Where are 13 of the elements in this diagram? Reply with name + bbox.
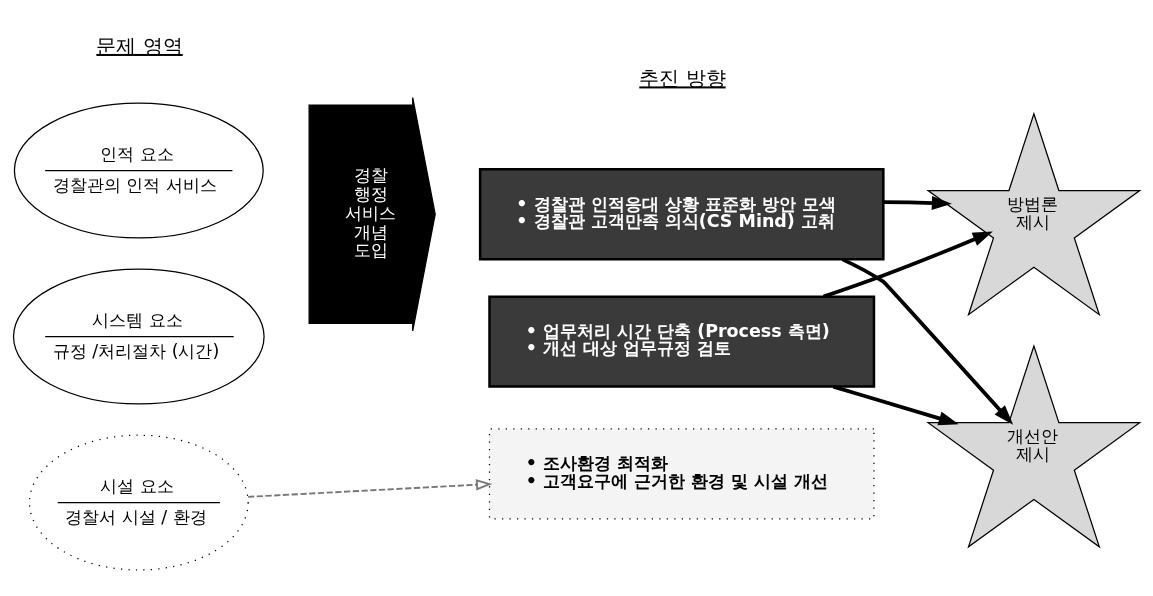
arrow — [883, 195, 952, 210]
arrow — [832, 384, 959, 425]
node-box: • 업무처리 시간 단축 (Process 측면) • 개선 대상 업무규정 검토 — [488, 294, 876, 388]
label: 문제 영역 — [96, 33, 183, 58]
arrow — [247, 478, 493, 498]
node-box: • 경찰관 인적응대 상황 표준화 방안 모색 • 경찰관 고객만족 의식(CS Mind) 고취 — [478, 167, 885, 260]
label: 추진 방향 — [639, 65, 726, 90]
arrow — [841, 257, 1014, 425]
node-ellipse: 시스템 요소 규정 /처리절차 (시간) — [12, 268, 265, 405]
node-ellipse: 인적 요소 경찰관의 인적 서비스 — [13, 102, 264, 239]
arrow — [822, 231, 993, 298]
node-ellipse: 시설 요소 경찰서 시설 / 환경 — [28, 434, 249, 571]
node-box: • 조사환경 최적화 • 고객요구에 근거한 환경 및 시설 개선 — [488, 427, 875, 519]
